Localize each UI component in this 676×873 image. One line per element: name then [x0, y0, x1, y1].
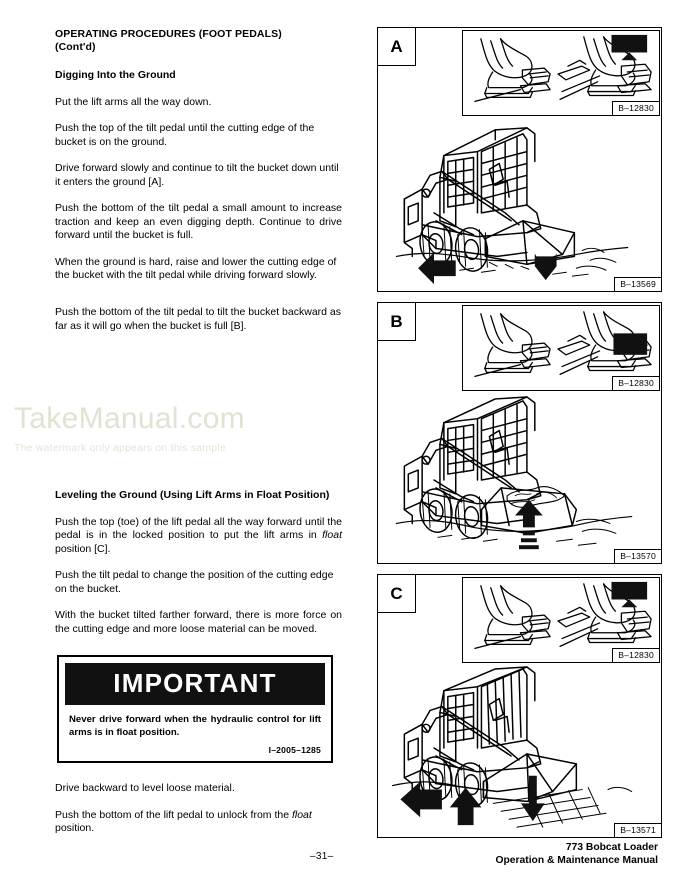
panel-reference-b: B–13570 — [614, 548, 661, 563]
paragraph-unlock-float-italic: float — [291, 808, 312, 821]
foot-pedal-illustration-icon — [474, 581, 652, 649]
watermark: TakeManual.com The watermark only appear… — [14, 402, 264, 455]
pedal-inset-b: B–12830 — [462, 305, 660, 391]
foot-pedal-illustration-icon — [474, 34, 652, 102]
important-reference-code: I–2005–1285 — [268, 745, 321, 756]
footer-manual-line-1: 773 Bobcat Loader — [565, 842, 658, 853]
paragraph-unlock-float-part1: Push the bottom of the lift pedal to unl… — [55, 808, 292, 821]
paragraph-tilt-pedal-cutting-edge: Push the tilt pedal to change the positi… — [55, 569, 334, 595]
pedal-inset-c: B–12830 — [462, 577, 660, 663]
leveling-section: Leveling the Ground (Using Lift Arms in … — [55, 489, 342, 649]
paragraph-lift-arms-down: Put the lift arms all the way down. — [55, 95, 212, 108]
illustration-panel-b: B — [377, 302, 662, 564]
loader-illustration-c: B–13571 — [378, 665, 661, 837]
paragraph-push-bottom-tilt-pedal: Push the bottom of the tilt pedal a smal… — [55, 202, 342, 242]
paragraph-block-tilt-bucket-backward: Push the bottom of the tilt pedal to til… — [55, 306, 342, 346]
subsection-heading-leveling: Leveling the Ground (Using Lift Arms in … — [55, 489, 330, 501]
subsection-heading-digging: Digging Into the Ground — [55, 68, 176, 81]
loader-illustration-b: B–13570 — [378, 393, 661, 563]
paragraph-tilt-bucket-backward: Push the bottom of the tilt pedal to til… — [55, 306, 341, 332]
illustration-panel-a: A — [377, 27, 662, 292]
inset-reference-b: B–12830 — [612, 375, 659, 390]
closing-paragraph-block: Drive backward to level loose material. … — [55, 782, 342, 849]
text-column: OPERATING PROCEDURES (FOOT PEDALS) (Cont… — [55, 28, 342, 296]
panel-letter-c: C — [378, 575, 416, 613]
important-banner: IMPORTANT — [65, 663, 325, 705]
paragraph-lift-pedal-float: Push the top (toe) of the lift pedal all… — [55, 516, 342, 557]
section-heading-continued: (Cont'd) — [55, 41, 96, 54]
illustration-panel-c: C — [377, 574, 662, 838]
skid-steer-loader-icon — [391, 666, 633, 828]
footer-page-number: –31– — [310, 851, 334, 862]
paragraph-bucket-tilted-forward: With the bucket tilted farther forward, … — [55, 609, 342, 635]
loader-illustration-a: B–13569 — [378, 118, 661, 291]
important-notice-box: IMPORTANT Never drive forward when the h… — [57, 655, 333, 764]
watermark-main-text: TakeManual.com — [14, 402, 245, 435]
pedal-inset-a: B–12830 — [462, 30, 660, 116]
panel-reference-c: B–13571 — [614, 822, 661, 837]
paragraph-lift-pedal-float-part2: position [C]. — [55, 542, 111, 555]
inset-reference-c: B–12830 — [612, 647, 659, 662]
paragraph-push-top-tilt-pedal: Push the top of the tilt pedal until the… — [55, 122, 315, 148]
inset-reference-a: B–12830 — [612, 100, 659, 115]
paragraph-unlock-float: Push the bottom of the lift pedal to unl… — [55, 809, 342, 836]
paragraph-drive-forward-slowly: Drive forward slowly and continue to til… — [55, 162, 339, 188]
paragraph-unlock-float-part2: position. — [55, 822, 95, 835]
panel-letter-a: A — [378, 28, 416, 66]
paragraph-lift-pedal-float-part1: Push the top (toe) of the lift pedal all… — [55, 515, 342, 542]
panel-reference-a: B–13569 — [614, 276, 661, 291]
foot-pedal-illustration-icon — [474, 311, 652, 377]
footer-manual-title: 773 Bobcat Loader Operation & Maintenanc… — [496, 841, 659, 868]
panel-letter-b: B — [378, 303, 416, 341]
page-title: OPERATING PROCEDURES (FOOT PEDALS) (Cont… — [55, 28, 342, 55]
section-heading: OPERATING PROCEDURES (FOOT PEDALS) — [55, 28, 282, 40]
watermark-sub-text: The watermark only appears on this sampl… — [14, 442, 226, 454]
footer-manual-line-2: Operation & Maintenance Manual — [495, 855, 659, 867]
important-notice-text: Never drive forward when the hydraulic c… — [69, 714, 321, 738]
skid-steer-loader-icon — [395, 396, 633, 550]
paragraph-lift-pedal-float-italic: float — [322, 529, 342, 542]
paragraph-drive-backward: Drive backward to level loose material. — [55, 782, 235, 794]
skid-steer-loader-icon — [395, 127, 629, 285]
paragraph-ground-is-hard: When the ground is hard, raise and lower… — [55, 255, 337, 282]
